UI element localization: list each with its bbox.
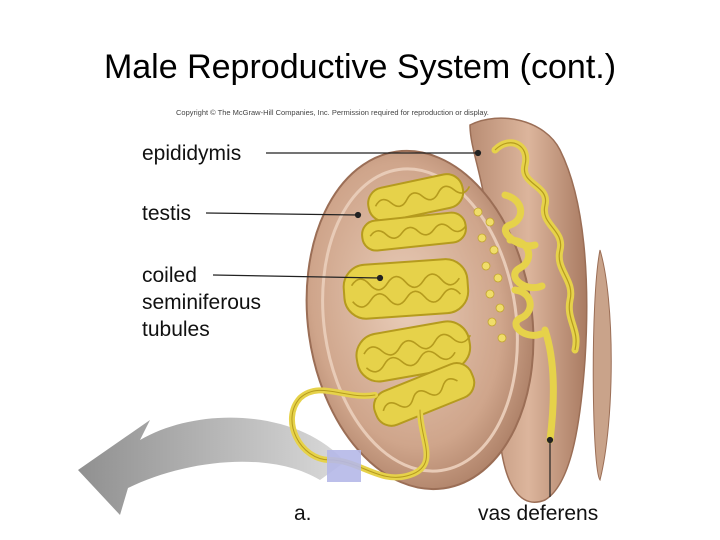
label-line-tubules: tubules (142, 318, 210, 341)
label-testis: testis (142, 202, 192, 225)
label-coiled-seminiferous-tubules: coiled seminiferous tubules (142, 262, 302, 343)
inset-highlight-box (327, 450, 361, 482)
label-epididymis: epididymis (142, 142, 242, 165)
copyright-notice: Copyright © The McGraw-Hill Companies, I… (176, 108, 489, 117)
label-line-seminiferous: seminiferous (142, 291, 262, 314)
curved-arrow (78, 417, 345, 515)
label-line-coiled: coiled (142, 264, 197, 287)
epididymis-coil-outline (494, 142, 577, 351)
leader-lines (205, 149, 554, 497)
rete-testis-dots (473, 207, 507, 343)
seminiferous-lobules (342, 173, 476, 427)
slide-title: Male Reproductive System (cont.) (103, 48, 617, 86)
panel-label: a. (294, 502, 312, 525)
label-vas-deferens: vas deferens (478, 502, 599, 525)
